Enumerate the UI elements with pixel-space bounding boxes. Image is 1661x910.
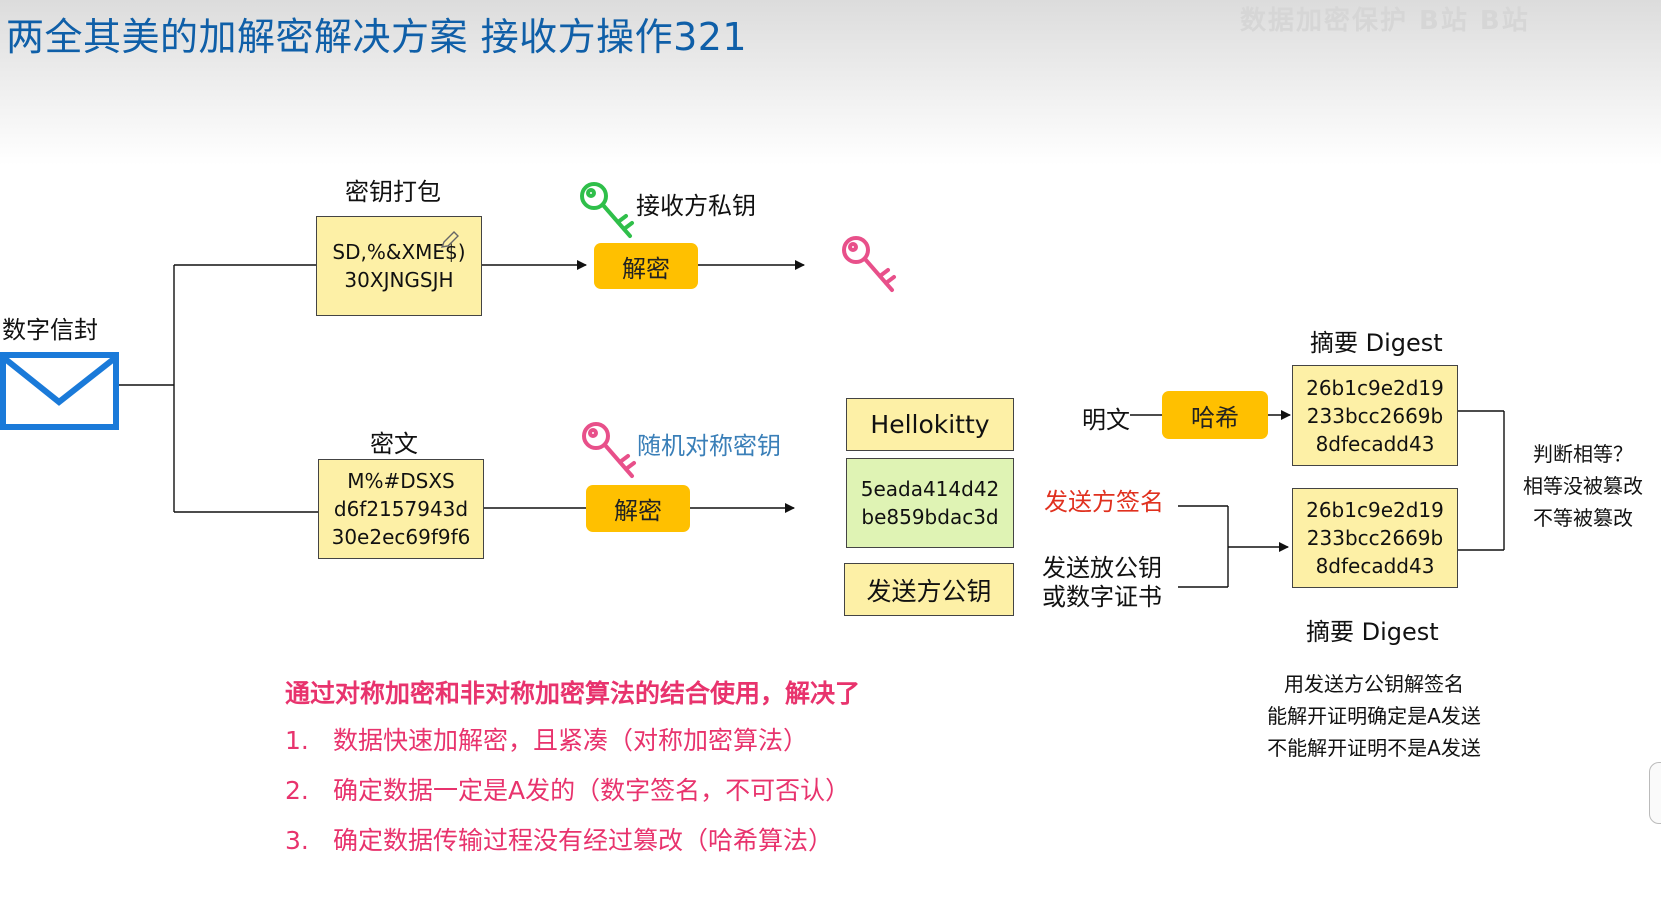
- summary-item: 1. 数据快速加解密，且紧凑（对称加密算法）: [285, 716, 860, 766]
- ciphertext-line: d6f2157943d: [333, 497, 469, 521]
- compare-line: 不等被篡改: [1533, 506, 1633, 530]
- scroll-handle[interactable]: [1649, 762, 1661, 824]
- header-band: [0, 0, 1661, 165]
- digest-top-line: 26b1c9e2d19: [1306, 375, 1444, 400]
- digest-bottom-line: 26b1c9e2d19: [1306, 498, 1444, 522]
- envelope-label: 数字信封: [2, 316, 98, 344]
- digest-top-label: 摘要 Digest: [1310, 329, 1443, 357]
- summary-item: 2. 确定数据一定是A发的（数字签名，不可否认）: [285, 766, 860, 816]
- sender-pubkey-value: 发送方公钥: [866, 576, 992, 606]
- verify-line: 用发送方公钥解签名: [1284, 672, 1464, 696]
- key-package-line: 30XJNGSJH: [344, 268, 454, 292]
- symmetric-key-icon: [582, 422, 636, 478]
- sender-pubkey-box: 发送方公钥: [844, 563, 1014, 616]
- symmetric-key-label: 随机对称密钥: [637, 432, 781, 460]
- summary-item-number: 1.: [285, 726, 309, 755]
- verify-line: 能解开证明确定是A发送: [1267, 704, 1481, 728]
- plaintext-flow-label: 明文: [1082, 406, 1130, 434]
- digest-bottom-label: 摘要 Digest: [1306, 618, 1439, 646]
- pencil-icon: [440, 231, 459, 248]
- page-title: 两全其美的加解密解决方案 接收方操作321: [6, 15, 748, 59]
- sender-signature-label: 发送方签名: [1044, 488, 1164, 516]
- compare-line: 判断相等？: [1533, 442, 1633, 466]
- plaintext-value: Hellokitty: [870, 410, 990, 439]
- plaintext-box: Hellokitty: [846, 398, 1014, 451]
- digest-bottom-box: 26b1c9e2d19 233bcc2669b 8dfecadd43: [1292, 488, 1458, 588]
- hash-button[interactable]: 哈希: [1162, 391, 1268, 439]
- decrypt-ciphertext-button[interactable]: 解密: [586, 485, 690, 532]
- compare-line: 相等没被篡改: [1523, 474, 1643, 498]
- digest-bottom-line: 8dfecadd43: [1315, 554, 1435, 578]
- sender-pubkey-or-cert-label: 发送放公钥 或数字证书: [1042, 554, 1162, 612]
- receiver-private-key-icon: [580, 182, 634, 238]
- digest-top-line: 233bcc2669b: [1306, 403, 1444, 428]
- watermark: 数据加密保护 B站 B站: [1240, 6, 1530, 36]
- recovered-key-icon: [842, 236, 896, 292]
- digest-top-box: 26b1c9e2d19 233bcc2669b 8dfecadd43: [1292, 365, 1458, 466]
- ciphertext-line: 30e2ec69f9f6: [331, 525, 471, 549]
- summary-item-number: 3.: [285, 826, 309, 855]
- key-package-label: 密钥打包: [345, 178, 441, 206]
- summary-item-number: 2.: [285, 776, 309, 805]
- summary-item-text: 确定数据传输过程没有经过篡改（哈希算法）: [333, 826, 834, 855]
- verify-line: 不能解开证明不是A发送: [1267, 736, 1481, 760]
- summary-item: 3. 确定数据传输过程没有经过篡改（哈希算法）: [285, 816, 860, 866]
- ciphertext-label: 密文: [370, 430, 418, 458]
- summary-item-text: 数据快速加解密，且紧凑（对称加密算法）: [333, 726, 809, 755]
- envelope-icon: [0, 352, 119, 430]
- compare-note: 判断相等？ 相等没被篡改 不等被篡改: [1518, 438, 1648, 534]
- signature-line: 5eada414d42: [860, 477, 1000, 501]
- summary-heading: 通过对称加密和非对称加密算法的结合使用，解决了: [285, 679, 861, 708]
- sender-pubkey-line: 发送放公钥: [1042, 554, 1162, 582]
- ciphertext-box: M%#DSXS d6f2157943d 30e2ec69f9f6: [318, 459, 484, 559]
- receiver-private-key-label: 接收方私钥: [636, 192, 756, 220]
- digest-bottom-line: 233bcc2669b: [1306, 526, 1444, 550]
- signature-line: be859bdac3d: [861, 505, 999, 529]
- digest-top-line: 8dfecadd43: [1315, 431, 1435, 456]
- summary-section: 通过对称加密和非对称加密算法的结合使用，解决了 1. 数据快速加解密，且紧凑（对称…: [285, 674, 860, 866]
- verify-note: 用发送方公钥解签名 能解开证明确定是A发送 不能解开证明不是A发送: [1244, 668, 1504, 764]
- decrypt-key-button[interactable]: 解密: [594, 243, 698, 289]
- summary-item-text: 确定数据一定是A发的（数字签名，不可否认）: [333, 776, 851, 805]
- ciphertext-line: M%#DSXS: [347, 469, 455, 493]
- signature-box: 5eada414d42 be859bdac3d: [846, 458, 1014, 548]
- sender-pubkey-line: 或数字证书: [1042, 583, 1162, 611]
